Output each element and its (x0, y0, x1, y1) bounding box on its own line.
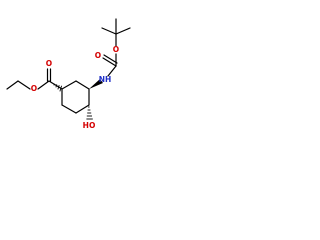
bond-ring-4-5 (75, 104, 90, 114)
carbamate-carbonyl-oxygen-label: O (95, 51, 101, 60)
bond-ester-o-c (37, 80, 50, 90)
bond-ethyl-ch2-o (17, 80, 31, 90)
hydroxyl-label: HO (83, 121, 96, 130)
bond-tbutyl-me3 (115, 27, 131, 35)
bond-ring-5-6 (61, 104, 77, 114)
carbamate-oxygen-label: O (113, 45, 119, 54)
ester-carbonyl-oxygen-label: O (46, 59, 52, 68)
bond-nh-carbonyl (107, 65, 117, 77)
structure-diagram: O O NH O O HO (6, 18, 131, 130)
bond-ring-2-3 (75, 80, 90, 90)
bond-tbutyl-me2 (101, 27, 117, 35)
wedge-bond-amine (89, 79, 103, 89)
bond-ethyl-ch3-ch2 (6, 80, 19, 90)
amine-label: NH (99, 75, 112, 84)
bond-carbamate-c-o-double-b (103, 54, 118, 64)
bond-ester-c-ring (48, 80, 63, 90)
ester-oxygen-label: O (31, 84, 37, 93)
hashed-stereo-bond-hydroxyl (86, 106, 93, 120)
hashed-stereo-bond-ester (51, 83, 63, 92)
bond-ring-1-2 (61, 80, 77, 90)
bond-carbamate-c-o-double-a (102, 57, 117, 67)
